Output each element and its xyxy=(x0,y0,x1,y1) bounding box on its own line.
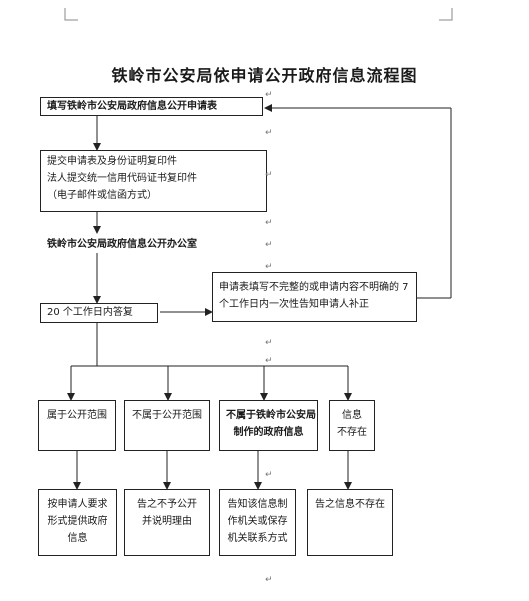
paragraph-mark-icon: ↵ xyxy=(265,128,273,138)
submit-line-3: （电子邮件或信函方式） xyxy=(47,190,157,201)
outcome-not-exist: 告之信息不存在 xyxy=(307,489,393,556)
reply-box: 20 个工作日内答复 xyxy=(40,303,158,323)
category-not-open: 不属于公开范围 xyxy=(124,400,210,451)
paragraph-mark-icon: ↵ xyxy=(265,470,273,480)
submit-docs-box: 提交申请表及身份证明复印件 法人提交统一信用代码证书复印件 （电子邮件或信函方式… xyxy=(40,150,267,212)
category-other-agency: 不属于铁岭市公安局 制作的政府信息 xyxy=(219,400,318,451)
outcome-refuse: 告之不予公开 并说明理由 xyxy=(124,489,210,556)
outcome-provide-info: 按申请人要求 形式提供政府 信息 xyxy=(38,489,117,556)
paragraph-mark-icon: ↵ xyxy=(265,338,273,348)
category-open: 属于公开范围 xyxy=(38,400,116,451)
apply-form-box: 填写铁岭市公安局政府信息公开申请表 xyxy=(40,97,263,116)
paragraph-mark-icon: ↵ xyxy=(265,575,273,585)
supplement-line-2: 个工作日内一次性告知申请人补正 xyxy=(219,299,369,310)
paragraph-mark-icon: ↵ xyxy=(265,170,273,180)
paragraph-mark-icon: ↵ xyxy=(265,262,273,272)
paragraph-mark-icon: ↵ xyxy=(265,356,273,366)
paragraph-mark-icon: ↵ xyxy=(265,90,273,100)
office-label: 铁岭市公安局政府信息公开办公室 xyxy=(47,239,197,250)
supplement-box: 申请表填写不完整的或申请内容不明确的 7 个工作日内一次性告知申请人补正 xyxy=(212,272,417,322)
submit-line-1: 提交申请表及身份证明复印件 xyxy=(47,156,177,167)
category-not-exist: 信息 不存在 xyxy=(329,400,375,451)
paragraph-mark-icon: ↵ xyxy=(265,218,273,228)
paragraph-mark-icon: ↵ xyxy=(265,240,273,250)
page-title: 铁岭市公安局依申请公开政府信息流程图 xyxy=(111,66,418,85)
outcome-contact-agency: 告知该信息制 作机关或保存 机关联系方式 xyxy=(219,489,296,556)
submit-line-2: 法人提交统一信用代码证书复印件 xyxy=(47,173,197,184)
supplement-line-1: 申请表填写不完整的或申请内容不明确的 7 xyxy=(219,282,409,293)
